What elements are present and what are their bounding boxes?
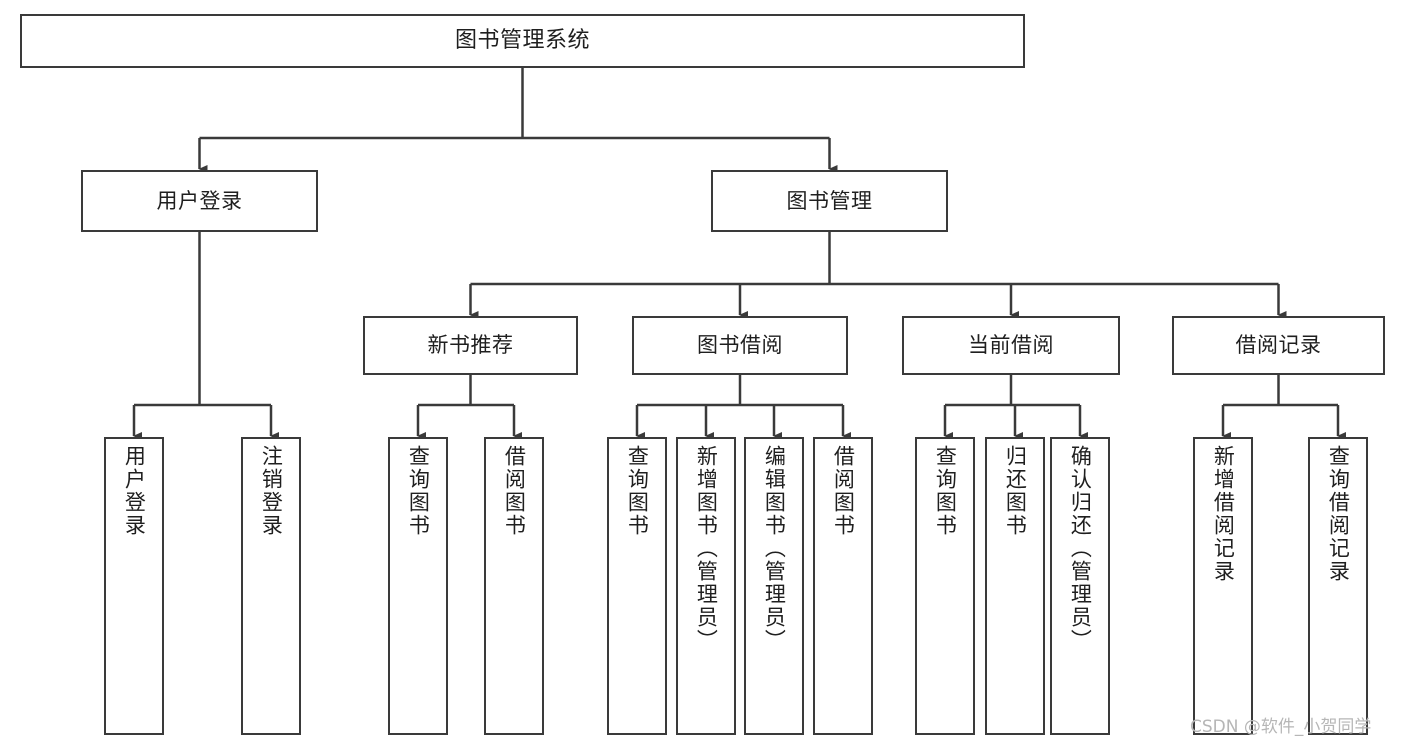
node-bor-query[interactable]: 查询图书	[607, 437, 667, 735]
node-label: 图书借阅	[697, 333, 783, 358]
node-label: 新增图书（管理员）	[694, 445, 719, 652]
node-root[interactable]: 图书管理系统	[20, 14, 1025, 68]
node-bookmgmt[interactable]: 图书管理	[711, 170, 948, 232]
node-rec-query[interactable]: 查询借阅记录	[1308, 437, 1368, 735]
watermark-text: CSDN @软件_小贺同学	[1190, 717, 1372, 737]
node-label: 查询图书	[406, 445, 431, 537]
node-cur-confirm[interactable]: 确认归还（管理员）	[1050, 437, 1110, 735]
node-rec-add[interactable]: 新增借阅记录	[1193, 437, 1253, 735]
node-label: 图书管理	[786, 188, 873, 213]
edge-paths	[132, 68, 1346, 440]
node-label: 借阅记录	[1235, 333, 1322, 358]
node-borrow[interactable]: 图书借阅	[632, 316, 848, 375]
node-label: 图书管理系统	[454, 28, 590, 54]
node-cur-query[interactable]: 查询图书	[915, 437, 975, 735]
node-label: 用户登录	[156, 188, 243, 213]
node-login-user[interactable]: 用户登录	[104, 437, 164, 735]
node-current[interactable]: 当前借阅	[902, 316, 1120, 375]
node-label: 新增借阅记录	[1211, 445, 1236, 583]
node-login[interactable]: 用户登录	[81, 170, 318, 232]
node-label: 归还图书	[1003, 445, 1028, 537]
node-label: 查询借阅记录	[1326, 445, 1351, 583]
node-label: 编辑图书（管理员）	[762, 445, 787, 652]
node-new-query[interactable]: 查询图书	[388, 437, 448, 735]
node-label: 查询图书	[933, 445, 958, 537]
node-login-logout[interactable]: 注销登录	[241, 437, 301, 735]
node-label: 借阅图书	[831, 445, 856, 537]
node-label: 当前借阅	[968, 333, 1054, 358]
node-bor-add[interactable]: 新增图书（管理员）	[676, 437, 736, 735]
node-label: 注销登录	[259, 445, 284, 537]
node-bor-edit[interactable]: 编辑图书（管理员）	[744, 437, 804, 735]
node-label: 确认归还（管理员）	[1068, 445, 1093, 652]
node-label: 新书推荐	[427, 333, 514, 358]
node-new-borrow[interactable]: 借阅图书	[484, 437, 544, 735]
node-label: 借阅图书	[502, 445, 527, 537]
node-cur-return[interactable]: 归还图书	[985, 437, 1045, 735]
node-bor-lend[interactable]: 借阅图书	[813, 437, 873, 735]
node-records[interactable]: 借阅记录	[1172, 316, 1385, 375]
node-newbook[interactable]: 新书推荐	[363, 316, 578, 375]
node-label: 查询图书	[625, 445, 650, 537]
node-label: 用户登录	[122, 445, 147, 537]
